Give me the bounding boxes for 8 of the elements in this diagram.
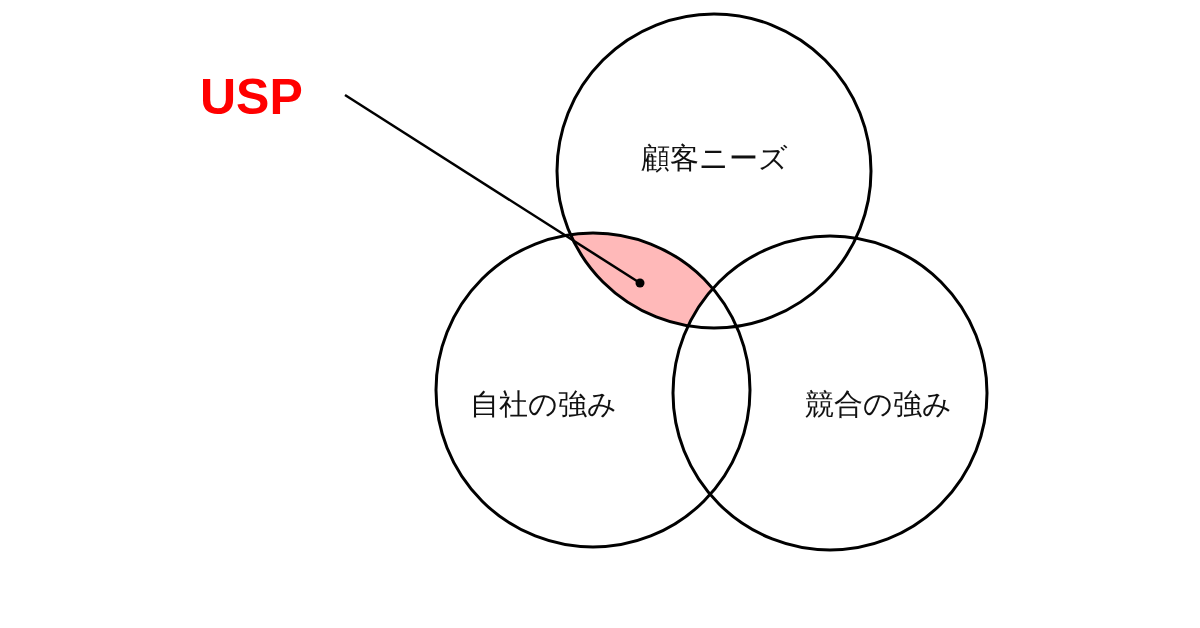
circle-label: 自社の強み bbox=[469, 386, 617, 423]
circle-label: 競合の強み bbox=[804, 386, 952, 423]
venn-circle bbox=[671, 234, 989, 552]
venn-circle bbox=[555, 12, 873, 330]
callout-label: USP bbox=[200, 72, 303, 122]
venn-circle bbox=[434, 231, 752, 549]
circle-label: 顧客ニーズ bbox=[640, 140, 788, 177]
leader-line bbox=[344, 93, 645, 288]
